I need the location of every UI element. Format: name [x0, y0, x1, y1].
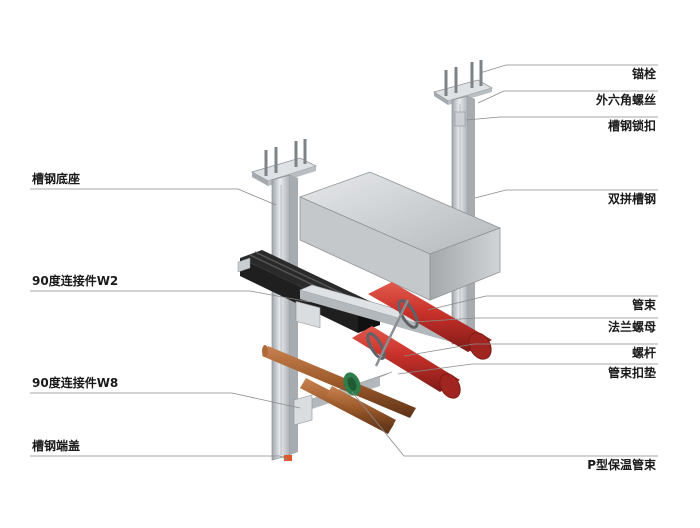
red-pipe-upper	[368, 282, 492, 360]
left-vertical-channel	[271, 174, 298, 461]
label-channel-lock: 槽钢锁扣	[607, 119, 656, 133]
label-connector-w8: 90度连接件W8	[32, 376, 119, 390]
label-pipe-clamp: 管束	[631, 298, 656, 312]
copper-pipe-3	[326, 386, 396, 430]
left-anchor-bolts	[264, 139, 307, 176]
p-clamp	[343, 372, 361, 396]
label-flange-nut: 法兰螺母	[607, 320, 656, 334]
copper-pipe-1	[262, 345, 416, 418]
label-anchor-bolt: 锚栓	[631, 67, 656, 81]
label-hex-nut: 外六角螺丝	[595, 93, 656, 107]
label-double-channel: 双拼槽钢	[607, 192, 656, 206]
label-channel-base: 槽钢底座	[32, 172, 81, 186]
end-cap-mark	[284, 455, 292, 461]
label-connector-w2: 90度连接件W2	[32, 274, 119, 288]
red-pipe-lower	[352, 326, 461, 399]
label-p-clamp: P型保温管束	[587, 458, 656, 472]
label-threaded-rod: 螺杆	[631, 346, 656, 360]
threaded-rod	[374, 299, 410, 367]
air-duct	[298, 171, 502, 301]
leader-lines	[30, 64, 658, 461]
label-clamp-pad: 管束扣垫	[607, 366, 656, 380]
channel-lock-part	[454, 111, 466, 127]
label-end-cap: 槽钢端盖	[32, 439, 81, 453]
